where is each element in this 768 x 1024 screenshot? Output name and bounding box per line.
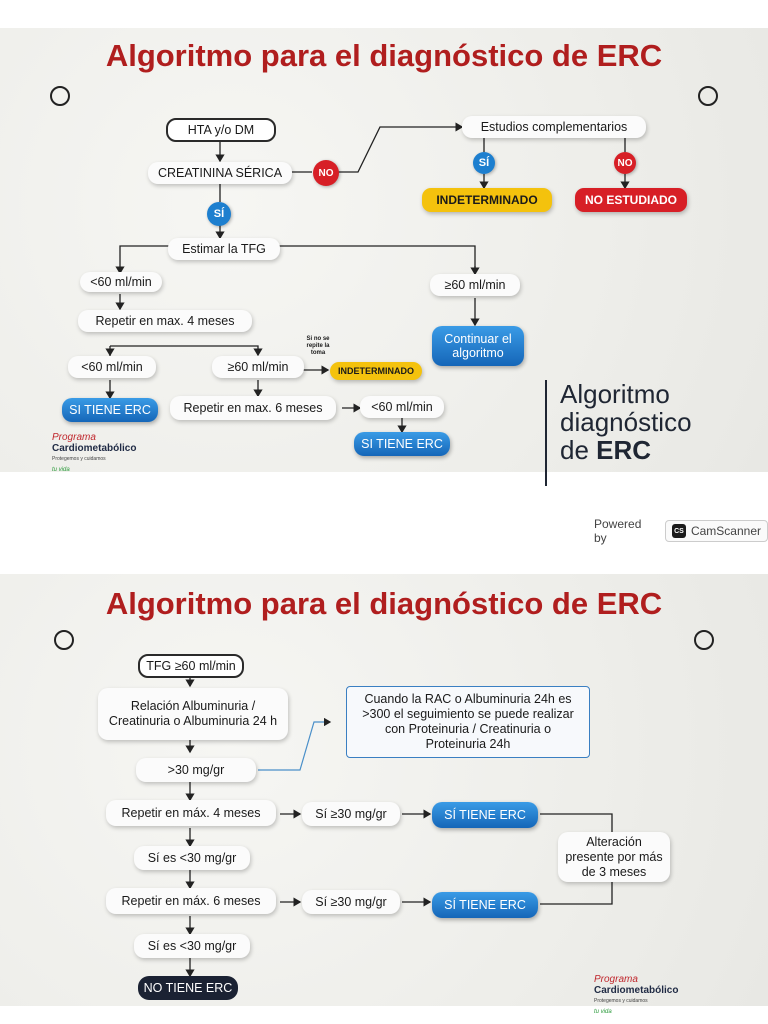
logo-cardio: Cardiometabólico <box>52 443 137 454</box>
powered-label: Powered by <box>594 517 642 545</box>
programa-logo: Programa Cardiometabólico Protegemos y c… <box>52 432 136 476</box>
panel2-connectors <box>185 676 613 978</box>
si-es-lt30-node: Sí es <30 mg/gr <box>134 846 250 870</box>
lt60-node: <60 ml/min <box>80 272 162 292</box>
flowchart-panel-2: Algoritmo para el diagnóstico de ERC TFG… <box>0 574 768 1015</box>
si-ge30-node: Sí ≥30 mg/gr <box>302 802 400 826</box>
panel1-title: Algoritmo para el diagnóstico de ERC <box>105 38 663 73</box>
punch-hole-icon <box>50 86 70 106</box>
no-estudiado-pill: NO ESTUDIADO <box>575 188 687 212</box>
nota-seguimiento-box: Cuando la RAC o Albuminuria 24h es >300 … <box>346 686 590 758</box>
estimar-tfg-node: Estimar la TFG <box>168 238 280 260</box>
no-tiene-erc-pill: NO TIENE ERC <box>138 976 238 1000</box>
gt30-node: >30 mg/gr <box>136 758 256 782</box>
tfg-node: TFG ≥60 ml/min <box>138 654 244 678</box>
side-title-line3-prefix: de <box>560 435 597 465</box>
si-ge30-node: Sí ≥30 mg/gr <box>302 890 400 914</box>
punch-hole-icon <box>694 630 714 650</box>
si-tiene-erc-pill: SI TIENE ERC <box>354 432 450 456</box>
logo-vida: tu vida <box>52 467 70 473</box>
side-title-line2: diagnóstico <box>560 407 692 437</box>
ge60-node: ≥60 ml/min <box>212 356 304 378</box>
indeterminado-pill: INDETERMINADO <box>422 188 552 212</box>
logo-vida: tu vida <box>594 1009 612 1015</box>
repetir-4-meses-node: Repetir en máx. 4 meses <box>106 800 276 826</box>
si-tiene-erc-pill: SÍ TIENE ERC <box>432 802 538 828</box>
logo-tagline: Protegemos y cuidamos <box>594 998 648 1004</box>
alteracion-node: Alteración presente por más de 3 meses <box>558 832 670 882</box>
side-title-line1: Algoritmo <box>560 379 670 409</box>
logo-cardio: Cardiometabólico <box>594 985 679 996</box>
side-title-line3-bold: ERC <box>596 435 652 465</box>
camscanner-icon: CS <box>671 524 686 538</box>
logo-tagline: Protegemos y cuidamos <box>52 456 106 462</box>
ge60-node: ≥60 ml/min <box>430 274 520 296</box>
flowchart-panel-1: Algoritmo para el diagnóstico de ERC <box>0 28 768 486</box>
si-badge: SÍ <box>207 202 231 226</box>
no-badge: NO <box>614 152 636 174</box>
indeterminado-pill: INDETERMINADO <box>330 362 422 380</box>
side-title: Algoritmo diagnóstico de ERC <box>560 380 692 464</box>
side-title-line3: de ERC <box>560 436 692 464</box>
no-badge: NO <box>313 160 339 186</box>
si-es-lt30-node: Sí es <30 mg/gr <box>134 934 250 958</box>
panel1-connectors <box>105 122 630 434</box>
continuar-algoritmo-pill: Continuar el algoritmo <box>432 326 524 366</box>
lt60-node: <60 ml/min <box>360 396 444 418</box>
creatinina-node: CREATININA SÉRICA <box>148 162 292 184</box>
powered-by: Powered by CS CamScanner <box>594 517 768 545</box>
camscanner-label: CamScanner <box>690 524 761 538</box>
logo-programa: Programa <box>594 974 638 985</box>
panel2-title: Algoritmo para el diagnóstico de ERC <box>105 586 663 621</box>
programa-logo: Programa Cardiometabólico Protegemos y c… <box>594 974 678 1018</box>
si-no-repite-note: Si no se repite la toma <box>306 336 330 356</box>
camscanner-button[interactable]: CS CamScanner <box>664 520 768 542</box>
si-tiene-erc-pill: SI TIENE ERC <box>62 398 158 422</box>
side-divider <box>545 380 547 486</box>
repetir-4-meses-node: Repetir en max. 4 meses <box>78 310 252 332</box>
repetir-6-meses-node: Repetir en máx. 6 meses <box>106 888 276 914</box>
repetir-6-meses-node: Repetir en max. 6 meses <box>170 396 336 420</box>
si-tiene-erc-pill: SÍ TIENE ERC <box>432 892 538 918</box>
punch-hole-icon <box>698 86 718 106</box>
logo-programa: Programa <box>52 432 96 443</box>
lt60-node: <60 ml/min <box>68 356 156 378</box>
si-badge: SÍ <box>473 152 495 174</box>
relacion-node: Relación Albuminuria / Creatinuria o Alb… <box>98 688 288 740</box>
punch-hole-icon <box>54 630 74 650</box>
hta-dm-node: HTA y/o DM <box>166 118 276 142</box>
estudios-node: Estudios complementarios <box>462 116 646 138</box>
